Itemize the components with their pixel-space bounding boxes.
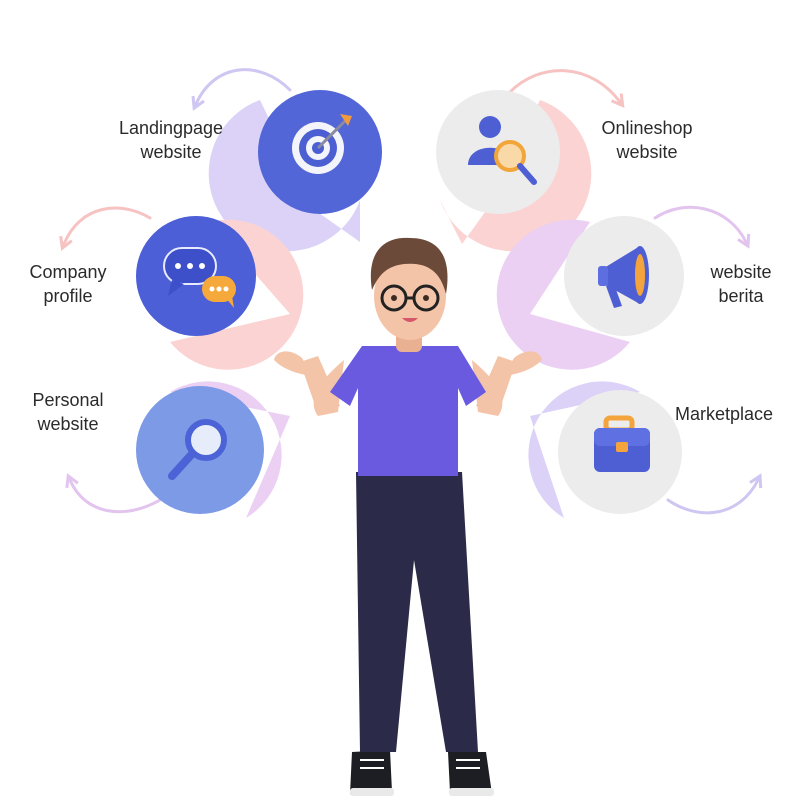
label-marketplace: Marketplace xyxy=(674,404,774,424)
bubble-landingpage xyxy=(208,90,382,252)
arrow-company xyxy=(59,206,152,251)
bubble-marketplace xyxy=(528,381,682,518)
bubble-berita xyxy=(496,216,684,370)
arrow-marketplace xyxy=(666,473,763,515)
target-dart-icon xyxy=(292,114,352,174)
user-search-icon xyxy=(468,116,537,185)
briefcase-icon xyxy=(594,415,650,472)
curved-arrows xyxy=(59,68,763,515)
magnifier-icon xyxy=(168,419,227,480)
bubble-company xyxy=(136,216,304,370)
character-illustration xyxy=(274,237,542,796)
arrow-onlineshop xyxy=(508,69,625,109)
bubble-personal xyxy=(136,381,290,518)
arrow-landingpage xyxy=(191,68,292,111)
arrow-berita xyxy=(653,205,751,249)
bubble-onlineshop xyxy=(436,90,592,252)
chat-bubbles-icon xyxy=(163,247,236,308)
megaphone-icon xyxy=(598,246,649,308)
arrow-personal xyxy=(65,473,162,514)
